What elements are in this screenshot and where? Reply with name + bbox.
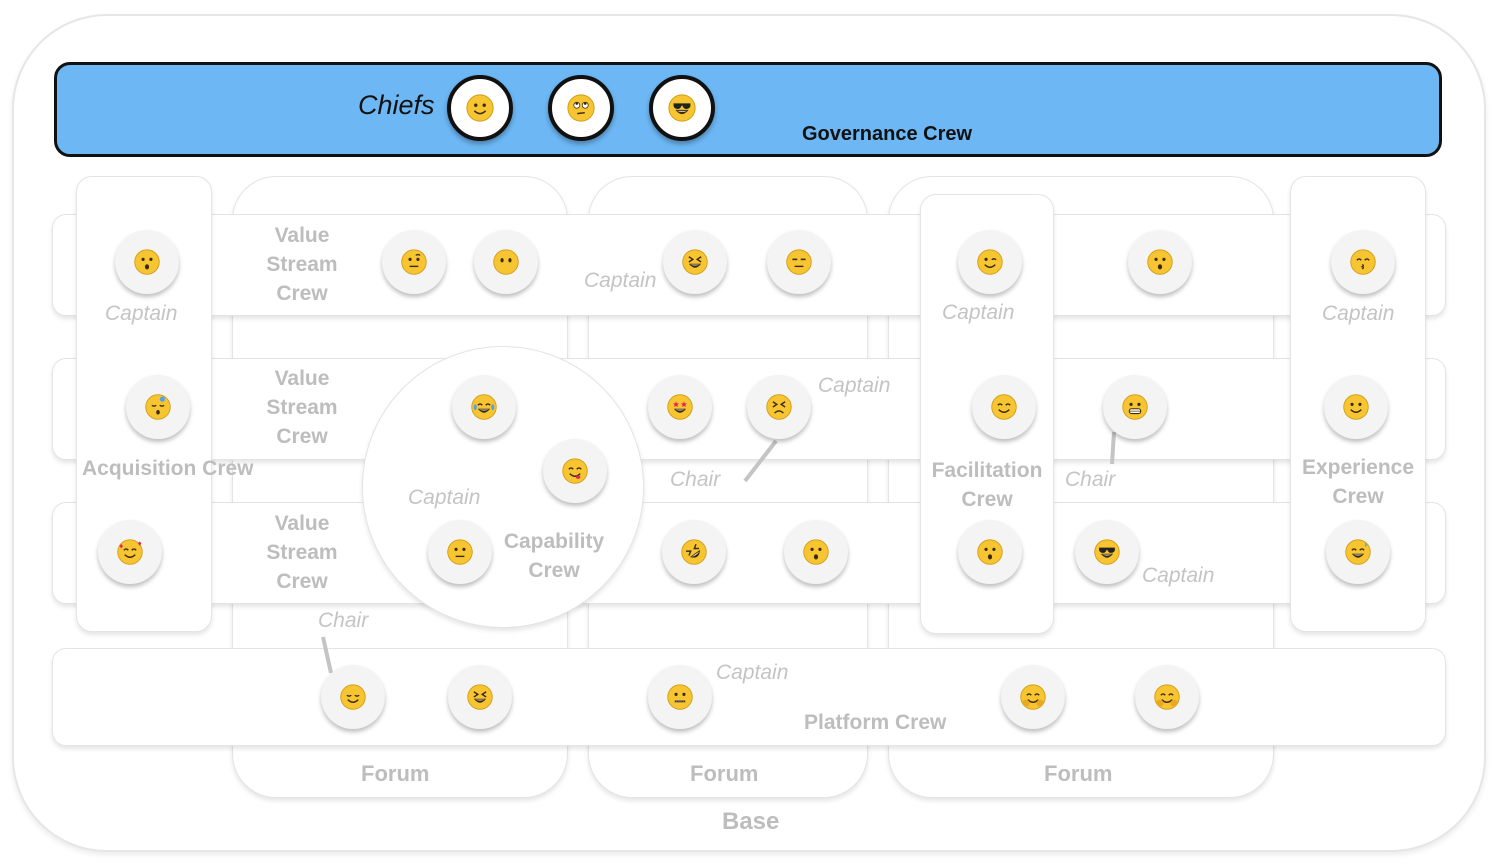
experience-crew-label: Experience Crew: [1301, 456, 1415, 508]
neutral-face-icon: [428, 520, 492, 584]
rofl-face-icon: [662, 520, 726, 584]
value-stream-row-1: [52, 214, 1446, 316]
captain-label-value-stream-2: Captain: [818, 374, 891, 397]
forum-3-label: Forum: [1044, 761, 1113, 786]
chair-line-team-column: [1110, 431, 1116, 465]
captain-label-platform: Captain: [716, 661, 789, 684]
captain-label-value-stream-1: Captain: [584, 269, 657, 292]
star-struck-face-icon: [648, 375, 712, 439]
chief-slightly-smiling-face-icon: [447, 75, 513, 141]
persevering-face-icon: [747, 375, 811, 439]
smiling-hearts-face-icon: [98, 520, 162, 584]
captain-label-team-column: Captain: [1142, 564, 1215, 587]
captain-label-experience: Captain: [1322, 302, 1395, 325]
surprised-face-icon: [958, 520, 1022, 584]
hushed-face-icon: [115, 230, 179, 294]
chair-label-value-stream-2: Chair: [670, 468, 721, 491]
acquisition-crew-label: Acquisition Crew: [82, 457, 254, 480]
chair-line-platform: [321, 636, 333, 674]
expressionless-face-icon: [767, 230, 831, 294]
platform-crew-label: Platform Crew: [804, 711, 947, 734]
relieved-face-icon: [321, 665, 385, 729]
grinning-face-icon: [1103, 375, 1167, 439]
capability-crew-label: Capability Crew: [503, 530, 605, 582]
forum-2-label: Forum: [690, 761, 759, 786]
sleeping-face-icon: [126, 375, 190, 439]
forum-1-label: Forum: [361, 761, 430, 786]
hugging-face-icon: [1135, 665, 1199, 729]
squinting-laugh-face-icon: [663, 230, 727, 294]
tears-of-joy-face-icon: [452, 375, 516, 439]
no-mouth-face-icon: [474, 230, 538, 294]
chief-eye-roll-face-icon: [548, 75, 614, 141]
winking-face-icon: [958, 230, 1022, 294]
hugging-face-icon: [1001, 665, 1065, 729]
raised-eyebrow-face-icon: [382, 230, 446, 294]
governance-crew-label: Governance Crew: [802, 123, 973, 145]
value-stream-crew-label-1: Value Stream Crew: [266, 224, 338, 305]
value-stream-crew-label-2: Value Stream Crew: [266, 367, 338, 448]
captain-label-capability: Captain: [408, 486, 481, 509]
chair-line-value-stream-2: [743, 439, 778, 483]
sweat-smile-face-icon: [1326, 520, 1390, 584]
kissing-face-icon: [1331, 230, 1395, 294]
captain-label-acquisition: Captain: [105, 302, 178, 325]
chair-label-platform: Chair: [318, 609, 369, 632]
captain-label-facilitation: Captain: [942, 301, 1015, 324]
value-stream-crew-label-3: Value Stream Crew: [266, 512, 338, 593]
platform-crew-row: [52, 648, 1446, 746]
smiling-eyes-face-icon: [972, 375, 1036, 439]
yum-face-icon: [543, 439, 607, 503]
value-stream-row-3: [52, 502, 1446, 604]
base-label: Base: [722, 808, 780, 835]
zipper-mouth-face-icon: [648, 665, 712, 729]
astonished-face-icon: [784, 520, 848, 584]
chiefs-label: Chiefs: [358, 90, 435, 120]
hushed-face-icon: [1128, 230, 1192, 294]
squinting-laugh-face-icon: [448, 665, 512, 729]
chair-label-team-column: Chair: [1065, 468, 1116, 491]
facilitation-crew-label: Facilitation Crew: [931, 459, 1043, 511]
governance-crew-bar: [54, 62, 1442, 157]
sunglasses-face-icon: [1075, 520, 1139, 584]
chief-sunglasses-face-icon: [649, 75, 715, 141]
slightly-smiling-face-icon: [1324, 375, 1388, 439]
